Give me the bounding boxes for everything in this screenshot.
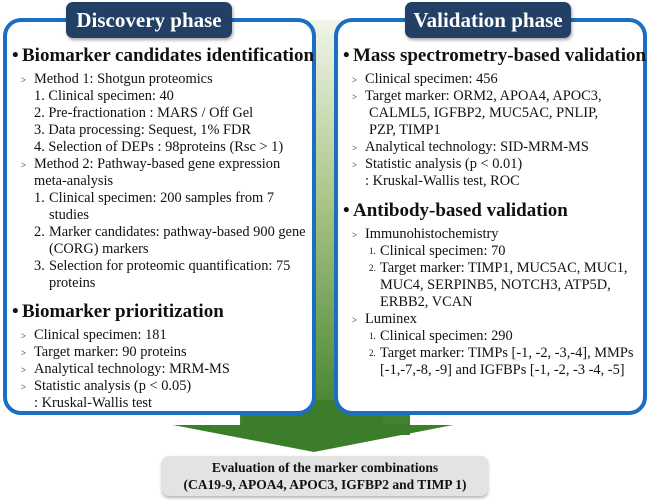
list-item-continuation: : Kruskal-Wallis test, ROC — [365, 173, 520, 189]
list-item: >Target marker: 90 proteins — [21, 344, 187, 360]
list-item: >Analytical technology: MRM-MS — [21, 361, 230, 377]
arrowhead-bullet-icon: > — [21, 331, 27, 341]
list-item: 2.Marker candidates: pathway-based 900 g… — [34, 224, 306, 240]
list-item-continuation: PZP, TIMP1 — [369, 122, 441, 138]
list-item-continuation: studies — [49, 207, 89, 223]
evaluation-result-box: Evaluation of the marker combinations (C… — [162, 456, 488, 496]
bullet-icon: • — [12, 301, 19, 322]
bullet-icon: • — [343, 45, 350, 66]
arrow-head — [173, 425, 453, 452]
arrowhead-bullet-icon: > — [352, 143, 358, 153]
discovery-content: •Biomarker candidates identification >Me… — [12, 44, 315, 412]
method-luminex: >Luminex — [352, 311, 417, 327]
method-1: >Method 1: Shotgun proteomics — [21, 71, 213, 87]
list-item: 2. Pre-fractionation : MARS / Off Gel — [34, 105, 254, 121]
list-item: >Target marker: ORM2, APOA4, APOC3, — [352, 88, 602, 104]
list-item: >Analytical technology: SID-MRM-MS — [352, 139, 589, 155]
result-line-2: (CA19-9, APOA4, APOC3, IGFBP2 and TIMP 1… — [183, 477, 467, 492]
list-item: 3. Data processing: Sequest, 1% FDR — [34, 122, 252, 138]
list-item-continuation: CALML5, IGFBP2, MUC5AC, PNLIP, — [369, 105, 599, 121]
bullet-icon: • — [12, 45, 19, 66]
arrowhead-bullet-icon: > — [21, 75, 27, 85]
list-item: >Statistic analysis (p < 0.01) — [352, 156, 523, 172]
section-title: •Mass spectrometry-based validation — [343, 45, 647, 66]
list-item-continuation: : Kruskal-Wallis test — [34, 395, 152, 411]
arrowhead-bullet-icon: > — [352, 230, 358, 240]
arrowhead-bullet-icon: > — [352, 92, 358, 102]
list-item: >Clinical specimen: 456 — [352, 71, 498, 87]
result-line-1: Evaluation of the marker combinations — [211, 460, 439, 475]
list-item: >Clinical specimen: 181 — [21, 327, 167, 343]
list-item-continuation: MUC4, SERPINB5, NOTCH3, ATP5D, — [380, 277, 611, 293]
arrowhead-bullet-icon: > — [21, 365, 27, 375]
list-item: 2.Target marker: TIMPs [-1, -2, -3,-4], … — [369, 345, 634, 361]
section-title: •Antibody-based validation — [343, 200, 568, 221]
validation-phase-box — [334, 18, 647, 415]
arrowhead-bullet-icon: > — [352, 315, 358, 325]
list-item: 1.Clinical specimen: 70 — [369, 243, 506, 259]
list-item: 3.Selection for proteomic quantification… — [34, 258, 291, 274]
list-item: >Statistic analysis (p < 0.05) — [21, 378, 192, 394]
arrowhead-bullet-icon: > — [21, 348, 27, 358]
arrowhead-bullet-icon: > — [21, 382, 27, 392]
list-item: 2.Target marker: TIMP1, MUC5AC, MUC1, — [369, 260, 628, 276]
section-title: •Biomarker candidates identification — [12, 45, 315, 66]
validation-phase-header: Validation phase — [405, 2, 571, 38]
discovery-phase-header: Discovery phase — [66, 2, 232, 38]
list-item: 1.Clinical specimen: 200 samples from 7 — [34, 190, 275, 206]
arrowhead-bullet-icon: > — [352, 75, 358, 85]
arrowhead-bullet-icon: > — [352, 160, 358, 170]
list-item: 1. Clinical specimen: 40 — [34, 88, 174, 104]
list-item-continuation: proteins — [49, 275, 96, 291]
arrowhead-bullet-icon: > — [21, 160, 27, 170]
list-item: 1.Clinical specimen: 290 — [369, 328, 513, 344]
section-title: •Biomarker prioritization — [12, 301, 224, 322]
list-item-continuation: [-1,-7,-8, -9] and IGFBPs [-1, -2, -3 -4… — [380, 362, 625, 378]
list-item: 4. Selection of DEPs : 98proteins (Rsc >… — [34, 139, 284, 155]
bullet-icon: • — [343, 200, 350, 221]
list-item-continuation: (CORG) markers — [49, 241, 149, 257]
method-2: >Method 2: Pathway-based gene expression — [21, 156, 281, 172]
validation-content: •Mass spectrometry-based validation >Cli… — [343, 44, 647, 379]
list-item-continuation: meta-analysis — [34, 173, 114, 189]
list-item-continuation: ERBB2, VCAN — [380, 294, 473, 310]
method-immunohistochemistry: >Immunohistochemistry — [352, 226, 499, 242]
